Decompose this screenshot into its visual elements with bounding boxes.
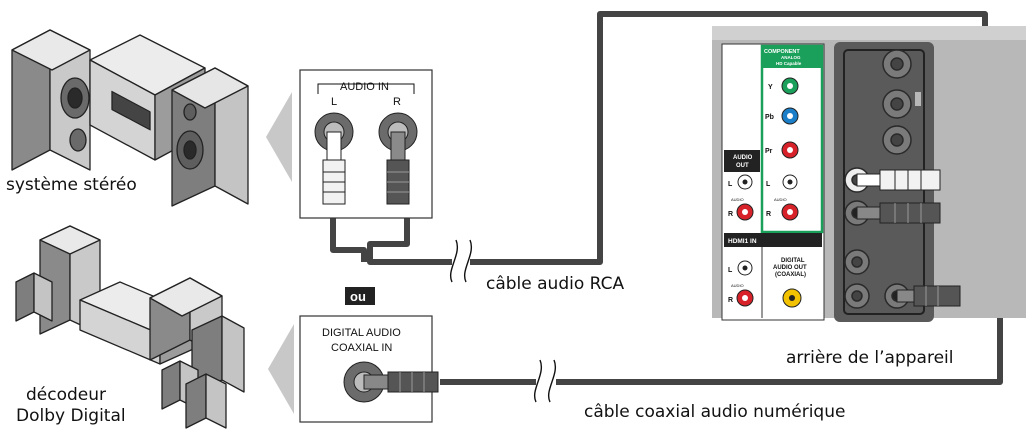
- audio-in-panel: AUDIO IN L R: [299, 69, 433, 219]
- jack-pb-label: Pb: [765, 114, 774, 121]
- svg-text:R: R: [728, 297, 733, 304]
- audio-out-audio-word: AUDIO: [731, 197, 744, 202]
- svg-text:L: L: [728, 267, 733, 274]
- coax-plug-tv: [896, 285, 961, 307]
- jack-y: [787, 83, 793, 89]
- jack-pr-label: Pr: [765, 148, 773, 155]
- tv-rear-panel: COMPONENT ANALOG HD Capable Y Pb Pr L R …: [712, 26, 1026, 322]
- audio-out-r-jack: [742, 209, 748, 215]
- audio-out-line1: AUDIO: [733, 155, 753, 161]
- audio-out-l-jack: [742, 179, 748, 185]
- svg-text:AUDIO: AUDIO: [774, 197, 787, 202]
- digital-audio-out-jack: [789, 295, 795, 301]
- decoder-pointer-arrow: [268, 324, 294, 414]
- rca-cable-label: câble audio RCA: [486, 274, 624, 294]
- tv-rear-label: arrière de l’appareil: [786, 348, 953, 368]
- svg-text:AUDIO: AUDIO: [731, 283, 744, 288]
- decoder-label-line1: décodeur: [26, 385, 106, 405]
- jack-y-label: Y: [768, 84, 773, 91]
- coax-cable-break: [533, 359, 557, 403]
- rca-cable-break: [449, 239, 473, 283]
- rca-plug-tv-dark: [856, 202, 941, 224]
- audio-out-line2: OUT: [736, 163, 749, 169]
- audio-in-left-label: L: [331, 96, 337, 108]
- component-sub2: HD Capable: [776, 61, 802, 66]
- digital-out-line2: AUDIO OUT: [773, 265, 807, 271]
- audio-out-r-label: R: [728, 211, 733, 218]
- or-badge: [345, 287, 375, 305]
- stereo-system-illustration: [11, 29, 249, 207]
- audio-out-l-label: L: [728, 181, 733, 188]
- component-sub1: ANALOG: [781, 55, 801, 60]
- coax-in-label-line1: DIGITAL AUDIO: [322, 327, 401, 339]
- component-title: COMPONENT: [764, 49, 800, 55]
- jack-pr: [787, 147, 793, 153]
- stereo-pointer-arrow: [266, 92, 292, 182]
- or-badge-text: ou: [350, 289, 366, 304]
- jack-pb: [787, 113, 793, 119]
- hdmi-audio-l-jack: [742, 265, 748, 271]
- hdmi1-in-label: HDMI1 IN: [728, 238, 757, 245]
- dolby-decoder-illustration: [15, 225, 245, 429]
- svg-text:L: L: [766, 181, 771, 188]
- audio-in-right-label: R: [393, 96, 401, 108]
- coax-in-panel: DIGITAL AUDIO COAXIAL IN: [299, 315, 433, 423]
- rca-plug-tv-white: [856, 169, 941, 191]
- component-audio-l-jack: [787, 179, 793, 185]
- digital-out-line1: DIGITAL: [781, 258, 805, 264]
- decoder-label-line2: Dolby Digital: [16, 406, 126, 426]
- rca-plug-left: [322, 131, 346, 205]
- coax-plug-left: [363, 371, 439, 393]
- component-audio-r-jack: [787, 209, 793, 215]
- svg-text:R: R: [766, 211, 771, 218]
- stereo-system-label: système stéréo: [6, 175, 137, 195]
- digital-out-line3: (COAXIAL): [775, 272, 806, 278]
- coax-in-label-line2: COAXIAL IN: [331, 342, 392, 354]
- audio-in-label: AUDIO IN: [340, 81, 389, 93]
- coax-cable-label: câble coaxial audio numérique: [584, 402, 845, 422]
- hdmi-audio-r-jack: [742, 295, 748, 301]
- rca-plug-right: [386, 131, 410, 205]
